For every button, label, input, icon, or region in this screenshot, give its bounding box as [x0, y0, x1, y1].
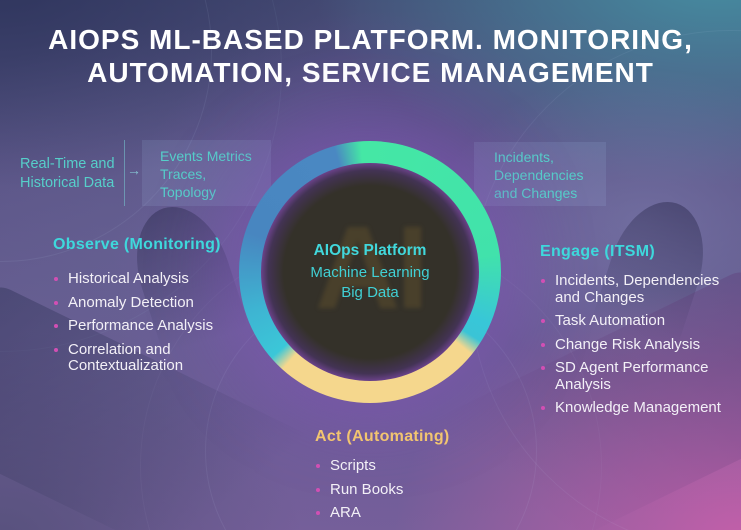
ai-watermark: AI	[315, 201, 429, 334]
platform-subtitle-2: Big Data	[341, 284, 399, 301]
ring-center-text: AIOps Platform Machine Learning Big Data	[310, 241, 429, 303]
bullet-dot-icon	[541, 279, 545, 283]
list-item-label: Correlation and Contextualization	[68, 340, 184, 374]
page-title-line2: AUTOMATION, SERVICE MANAGEMENT	[87, 57, 654, 88]
page-title-line1: AIOPS ML-BASED PLATFORM. MONITORING,	[48, 24, 693, 55]
list-item: Historical Analysis	[53, 270, 235, 288]
list-item-label: SD Agent Performance Analysis	[555, 359, 709, 393]
list-item: SD Agent Performance Analysis	[540, 359, 732, 393]
list-item-label: Scripts	[330, 457, 376, 474]
list-item: Run Books	[315, 480, 475, 499]
incidents-box-line3: and Changes	[494, 185, 578, 201]
incidents-box-line1: Incidents,	[494, 149, 554, 165]
list-item-label: Incidents, Dependencies and Changes	[555, 272, 720, 306]
incidents-box-line2: Dependencies	[494, 167, 584, 183]
flow-divider-line	[124, 140, 125, 206]
events-box-line1: Events Metrics	[160, 148, 252, 164]
ring-core: AI AIOps Platform Machine Learning Big D…	[261, 163, 479, 381]
engage-list: Incidents, Dependencies and Changes Task…	[540, 272, 732, 417]
list-item-label: Run Books	[330, 480, 404, 498]
list-item-label: Change Risk Analysis	[555, 335, 701, 353]
section-observe: Observe (Monitoring) Historical Analysis…	[53, 236, 235, 382]
bullet-dot-icon	[541, 319, 545, 323]
list-item: Change Risk Analysis	[540, 335, 732, 354]
platform-title: AIOps Platform	[313, 242, 427, 259]
bullet-dot-icon	[54, 324, 58, 328]
list-item: Task Automation	[540, 312, 732, 330]
events-metrics-box: Events Metrics Traces, Topology	[142, 140, 271, 206]
list-item-label: Performance Analysis	[68, 317, 214, 334]
bullet-dot-icon	[316, 487, 320, 492]
list-item: ARA	[315, 504, 475, 522]
section-engage: Engage (ITSM) Incidents, Dependencies an…	[540, 243, 732, 424]
bullet-dot-icon	[316, 464, 320, 468]
bullet-dot-icon	[54, 347, 58, 352]
list-item-label: Anomaly Detection	[68, 293, 194, 311]
observe-heading: Observe (Monitoring)	[53, 236, 221, 253]
bullet-dot-icon	[541, 366, 545, 370]
list-item: Performance Analysis	[53, 317, 235, 335]
act-heading: Act (Automating)	[315, 428, 450, 445]
list-item-label: Historical Analysis	[68, 270, 189, 287]
list-item: Incidents, Dependencies and Changes	[540, 272, 732, 306]
platform-subtitle-1: Machine Learning	[310, 264, 430, 281]
list-item: Anomaly Detection	[53, 293, 235, 312]
engage-heading: Engage (ITSM)	[540, 243, 656, 260]
act-list: Scripts Run Books ARA	[315, 457, 475, 522]
flow-arrow-icon: →	[127, 162, 141, 178]
realtime-data-label-line1: Real-Time and	[20, 156, 115, 172]
events-box-line2: Traces,	[160, 166, 207, 182]
bullet-dot-icon	[541, 406, 545, 410]
observe-list: Historical Analysis Anomaly Detection Pe…	[53, 270, 235, 375]
bullet-dot-icon	[54, 300, 58, 305]
list-item-label: Knowledge Management	[555, 399, 721, 416]
list-item-label: Task Automation	[555, 312, 666, 329]
list-item: Knowledge Management	[540, 399, 732, 417]
page-title: AIOPS ML-BASED PLATFORM. MONITORING, AUT…	[0, 23, 741, 89]
list-item-label: ARA	[330, 504, 361, 521]
events-box-line3: Topology	[160, 184, 217, 200]
lifecycle-ring: AI AIOps Platform Machine Learning Big D…	[239, 141, 501, 403]
bullet-dot-icon	[316, 511, 320, 515]
section-act: Act (Automating) Scripts Run Books ARA	[315, 428, 475, 529]
bullet-dot-icon	[54, 277, 58, 281]
bullet-dot-icon	[541, 342, 545, 347]
list-item: Scripts	[315, 457, 475, 475]
incidents-box: Incidents, Dependencies and Changes	[474, 142, 606, 206]
realtime-data-label-line2: Historical Data	[20, 175, 115, 191]
realtime-data-label: Real-Time and Historical Data	[20, 155, 136, 193]
list-item: Correlation and Contextualization	[53, 340, 235, 375]
